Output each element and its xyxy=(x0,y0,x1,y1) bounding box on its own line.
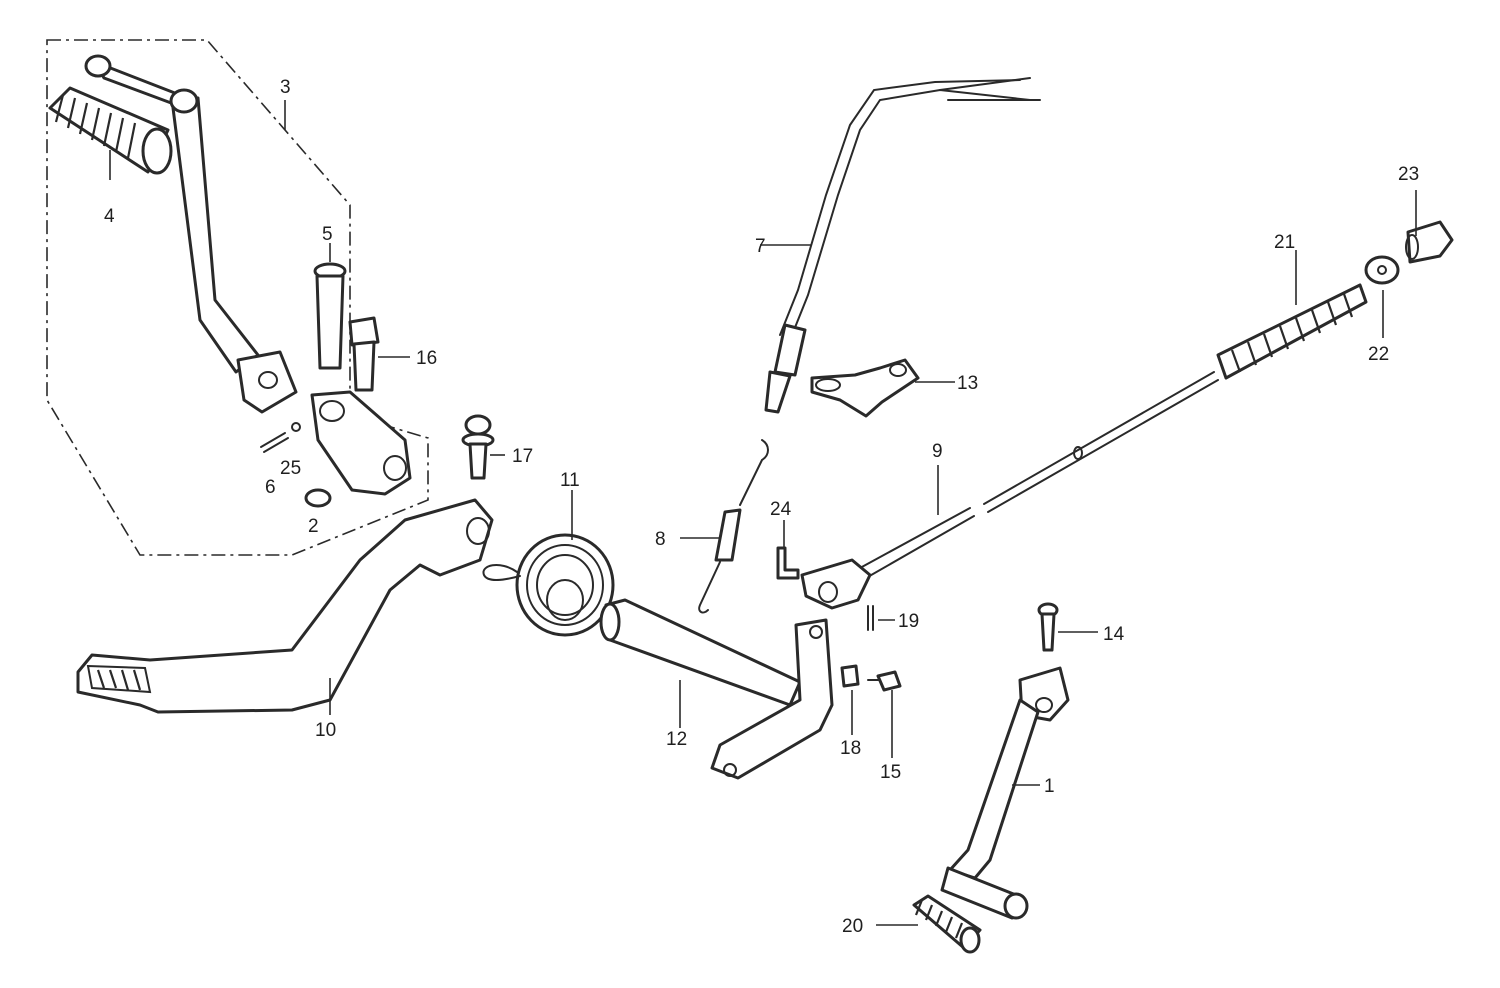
brake-shaft-part xyxy=(599,598,834,780)
brake-cable-part xyxy=(764,77,1041,414)
nut-bolt-parts xyxy=(840,664,902,692)
callout-4: 4 xyxy=(104,206,115,227)
pin-part-5 xyxy=(313,262,347,370)
callout-5: 5 xyxy=(322,224,333,245)
cotter-pin-part-19 xyxy=(867,605,874,631)
callout-12: 12 xyxy=(666,729,687,750)
brake-rod-part xyxy=(859,371,1219,579)
kick-grip-part-20 xyxy=(912,894,982,954)
callout-9: 9 xyxy=(932,441,943,462)
callout-11: 11 xyxy=(560,470,580,491)
callout-23: 23 xyxy=(1398,164,1419,185)
kick-arm-part xyxy=(84,54,298,414)
rod-joint-part xyxy=(1364,255,1400,285)
callout-19: 19 xyxy=(898,611,919,632)
callout-20: 20 xyxy=(842,916,863,937)
leader-lines xyxy=(109,100,1417,926)
callout-6: 6 xyxy=(265,477,276,498)
return-spring-part xyxy=(482,533,615,637)
bolt-part-14 xyxy=(1037,602,1059,652)
callout-7: 7 xyxy=(755,236,766,257)
callout-13: 13 xyxy=(957,373,978,394)
callout-14: 14 xyxy=(1103,624,1125,645)
bolt-part-17 xyxy=(461,414,495,480)
callout-2: 2 xyxy=(308,516,319,537)
kick-lever-part-1 xyxy=(940,666,1070,920)
callout-24: 24 xyxy=(770,499,792,520)
brake-pedal-part xyxy=(76,498,494,714)
small-pin-parts xyxy=(260,422,332,508)
callout-10: 10 xyxy=(315,720,336,741)
kick-boss-part xyxy=(310,390,412,496)
callout-21: 21 xyxy=(1274,232,1295,253)
kick-grip-part xyxy=(48,86,173,175)
callout-8: 8 xyxy=(655,529,666,550)
callout-17: 17 xyxy=(512,446,533,467)
pin-part-24 xyxy=(776,546,800,580)
adjusting-nut-part xyxy=(1405,220,1454,264)
cable-bracket-part xyxy=(810,358,920,418)
callout-1: 1 xyxy=(1044,776,1055,797)
rod-spring-part xyxy=(1216,283,1368,380)
callout-3: 3 xyxy=(280,77,291,98)
callout-labels: 3 4 5 16 25 6 2 17 11 10 7 8 13 9 24 19 … xyxy=(104,77,1419,937)
callout-18: 18 xyxy=(840,738,861,759)
sub-assembly-boundary xyxy=(46,39,429,556)
callout-25: 25 xyxy=(280,458,301,479)
rod-clevis-part xyxy=(800,558,872,610)
bolt-part-16 xyxy=(348,316,380,392)
callout-22: 22 xyxy=(1368,344,1389,365)
callout-15: 15 xyxy=(880,762,901,783)
callout-16: 16 xyxy=(416,348,437,369)
stop-spring-part xyxy=(698,439,769,614)
